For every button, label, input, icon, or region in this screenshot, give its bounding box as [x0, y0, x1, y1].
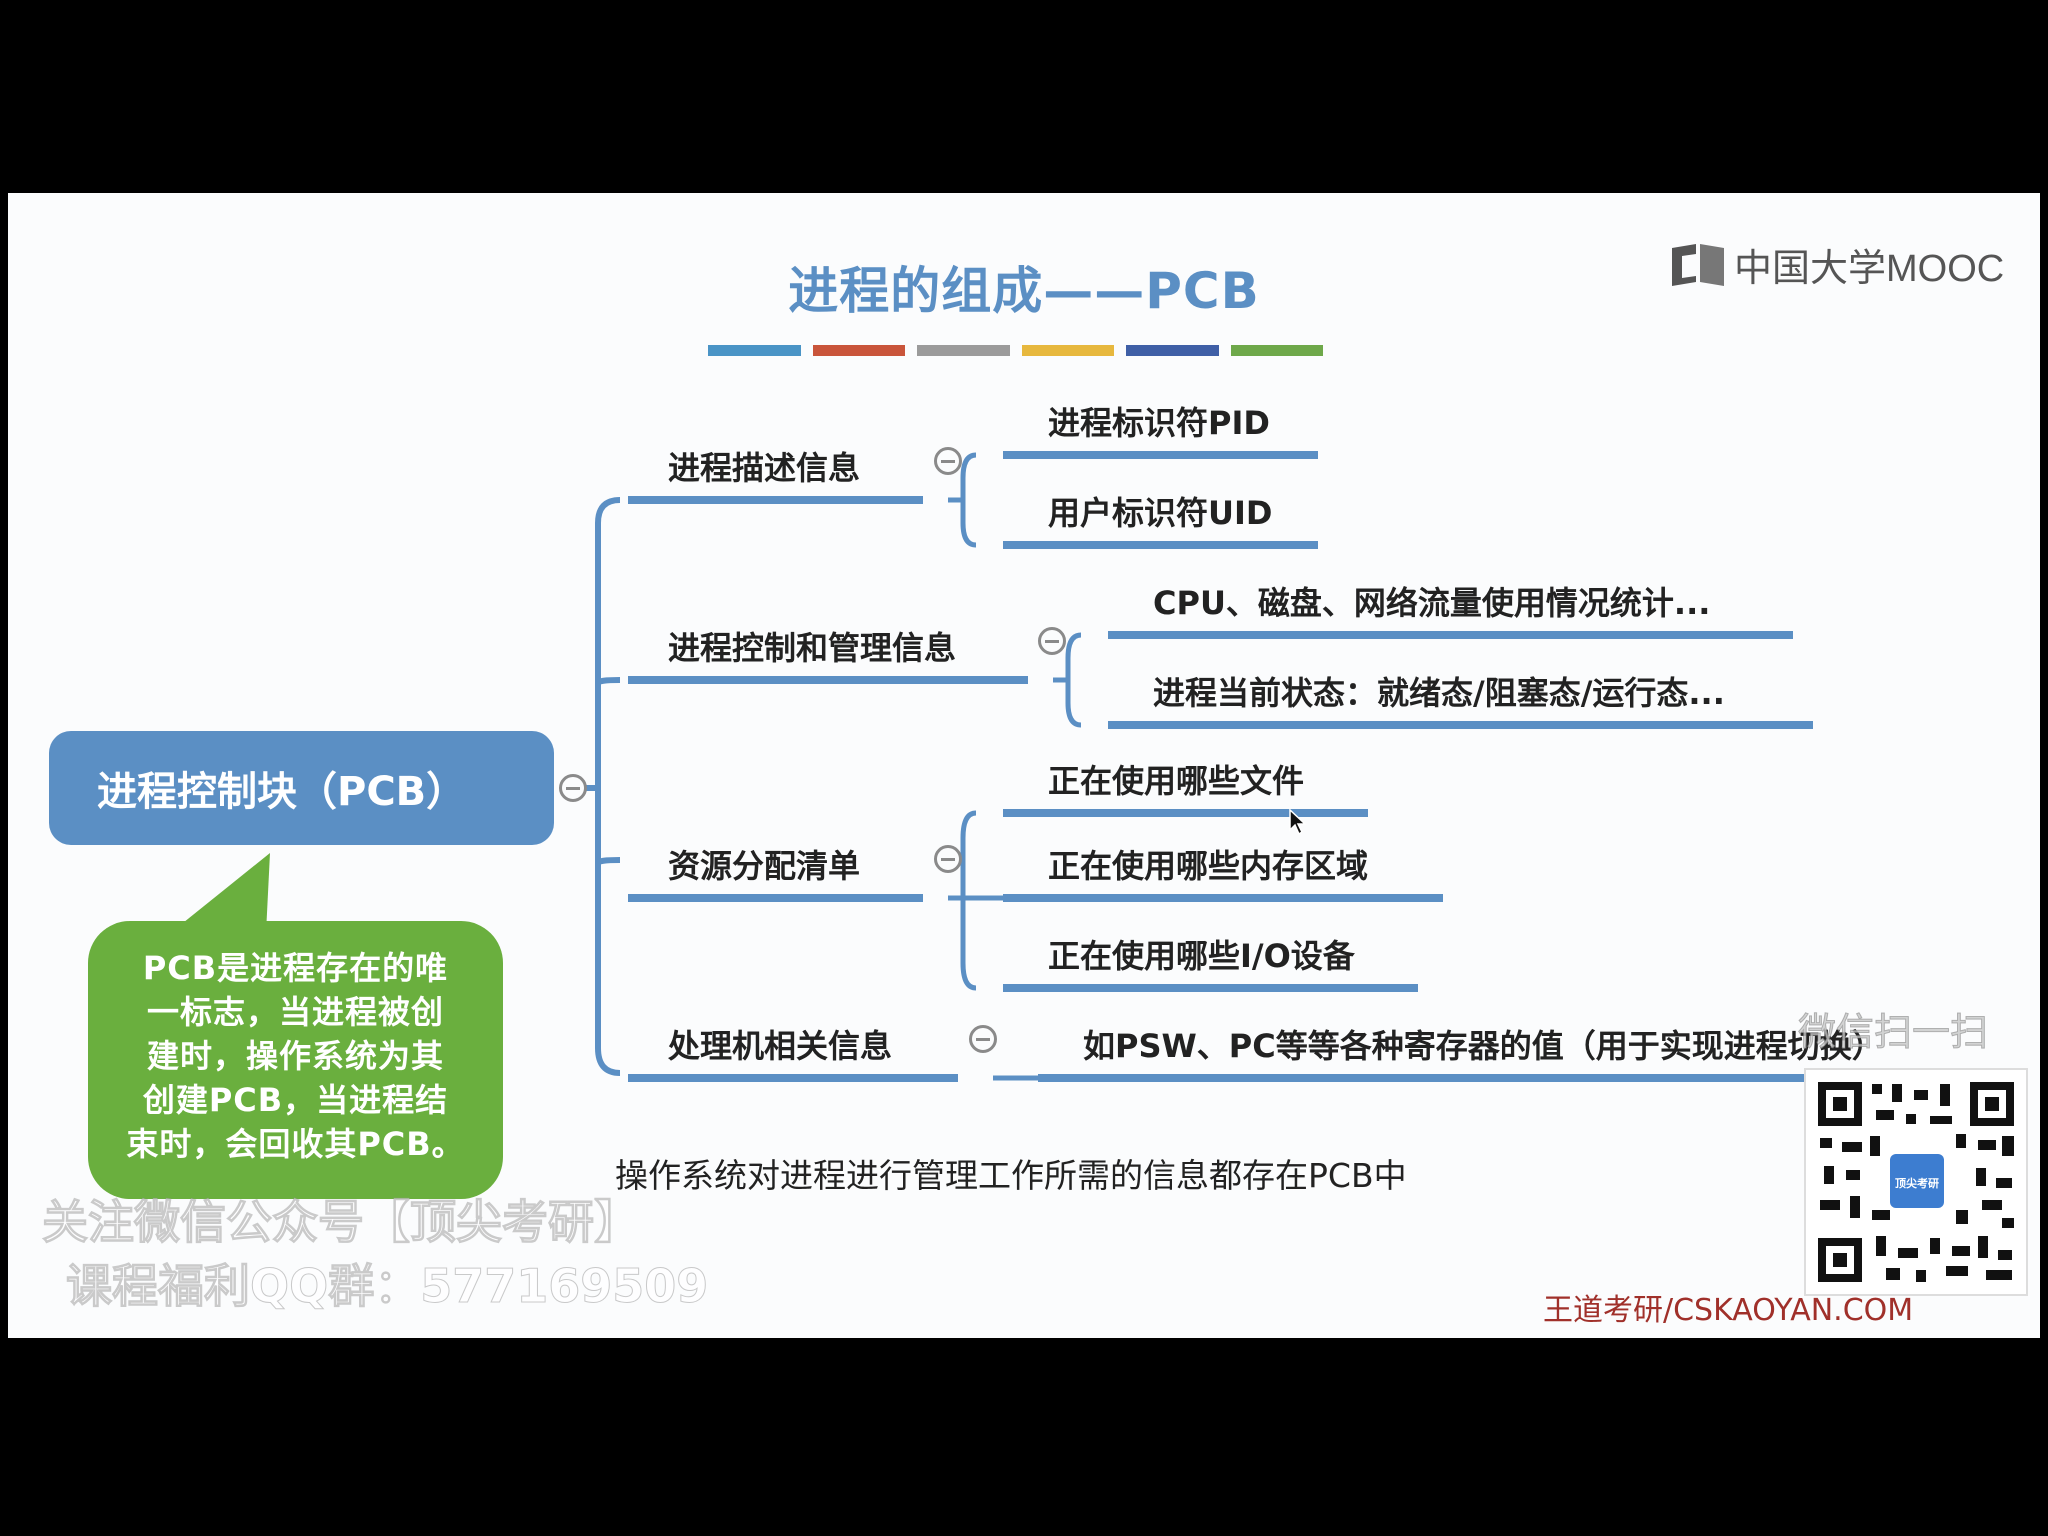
- strip-segment-navy: [1126, 345, 1219, 356]
- strip-segment-blue: [708, 345, 801, 356]
- mindmap-connectors: [576, 451, 1813, 1082]
- mouse-pointer-icon: [1289, 808, 1307, 836]
- bubble-line: 一标志，当进程被创: [146, 993, 444, 1031]
- strip-segment-yellow: [1021, 345, 1114, 356]
- footer-brand: 王道考研/CSKAOYAN.COM: [1543, 1293, 1914, 1328]
- branch-process-description[interactable]: 进程描述信息: [668, 449, 861, 487]
- root-collapse-icon[interactable]: [559, 774, 587, 802]
- title-color-strip: [708, 345, 1323, 356]
- strip-segment-gray: [917, 345, 1010, 356]
- watermark-wechat: 关注微信公众号【顶尖考研】: [42, 1195, 641, 1250]
- mooc-logo-text: 中国大学MOOC: [1734, 248, 2005, 290]
- qr-code-icon: 顶尖考研: [1818, 1082, 2014, 1282]
- bubble-line: 建时，操作系统为其: [146, 1037, 444, 1075]
- qr-caption: 微信扫一扫: [1797, 1010, 1989, 1055]
- root-node-pcb[interactable]: 进程控制块（PCB）: [49, 731, 554, 845]
- strip-segment-green: [1230, 345, 1323, 356]
- leaf-process-state[interactable]: 进程当前状态：就绪态/阻塞态/运行态...: [1153, 674, 1725, 712]
- bubble-line: PCB是进程存在的唯: [142, 949, 449, 987]
- leaf-usage-stats[interactable]: CPU、磁盘、网络流量使用情况统计...: [1153, 584, 1711, 622]
- leaf-memory[interactable]: 正在使用哪些内存区域: [1048, 847, 1369, 885]
- watermark-qq-group: 课程福利QQ群：577169509: [65, 1259, 709, 1314]
- slide: 进程的组成——PCB 中国大学MOOC: [8, 193, 2040, 1338]
- bubble-line: 束时，会回收其PCB。: [126, 1125, 465, 1163]
- bubble-line: 创建PCB，当进程结: [142, 1081, 449, 1119]
- leaf-registers[interactable]: 如PSW、PC等等各种寄存器的值（用于实现进程切换）: [1083, 1027, 1884, 1065]
- branch-control-management[interactable]: 进程控制和管理信息: [668, 629, 957, 667]
- slide-title: 进程的组成——PCB: [788, 262, 1260, 320]
- leaf-uid[interactable]: 用户标识符UID: [1048, 494, 1273, 532]
- branch-resource-list[interactable]: 资源分配清单: [668, 847, 861, 885]
- branch-1-collapse-icon[interactable]: [934, 447, 962, 475]
- branch-3-collapse-icon[interactable]: [934, 845, 962, 873]
- mooc-logo: 中国大学MOOC: [1670, 237, 2004, 292]
- pcb-callout-bubble: PCB是进程存在的唯 一标志，当进程被创 建时，操作系统为其 创建PCB，当进程…: [88, 921, 503, 1199]
- branch-2-collapse-icon[interactable]: [1038, 627, 1066, 655]
- bubble-tail: [158, 853, 270, 943]
- branch-4-collapse-icon[interactable]: [969, 1025, 997, 1053]
- qr-center-label: 顶尖考研: [1895, 1176, 1939, 1190]
- leaf-files[interactable]: 正在使用哪些文件: [1048, 762, 1305, 800]
- strip-segment-red: [812, 345, 905, 356]
- leaf-io-devices[interactable]: 正在使用哪些I/O设备: [1048, 937, 1355, 975]
- qr-code[interactable]: 顶尖考研: [1804, 1068, 2028, 1296]
- branch-processor-info[interactable]: 处理机相关信息: [668, 1027, 893, 1065]
- leaf-pid[interactable]: 进程标识符PID: [1048, 404, 1270, 442]
- book-icon: [1672, 243, 1724, 286]
- summary-note: 操作系统对进程进行管理工作所需的信息都存在PCB中: [615, 1156, 1407, 1195]
